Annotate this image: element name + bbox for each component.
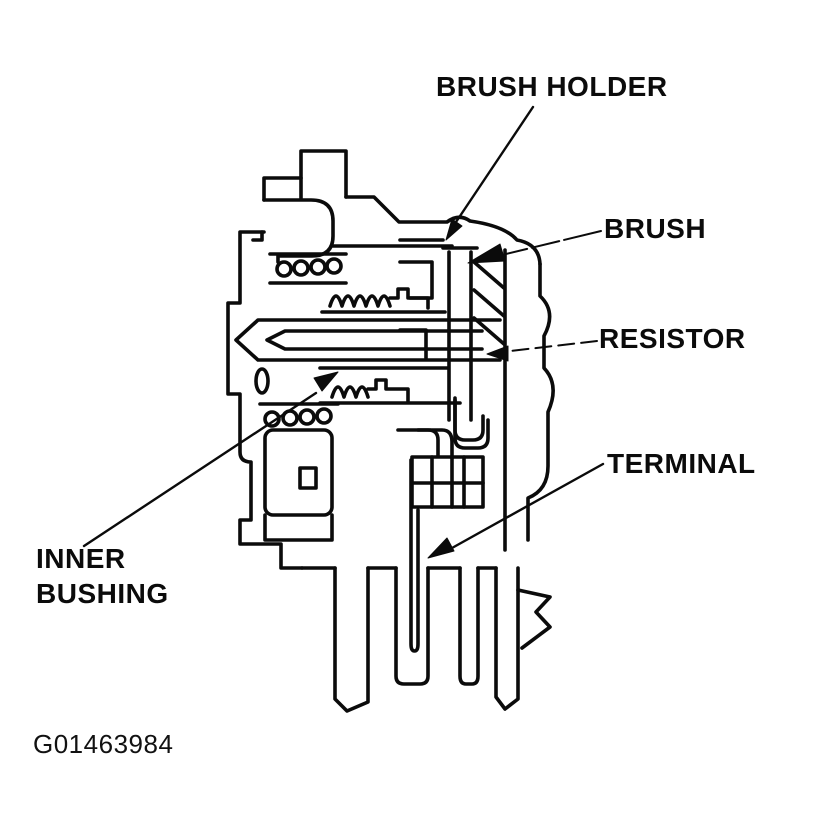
leader-brush-holder bbox=[445, 105, 535, 241]
brush-label: BRUSH bbox=[604, 213, 707, 244]
armature-shaft bbox=[234, 318, 502, 362]
terminal-pin bbox=[409, 458, 420, 653]
inner-bushing-label-line2: BUSHING bbox=[36, 578, 169, 609]
housing-left-profile bbox=[226, 230, 304, 570]
terminal-label: TERMINAL bbox=[607, 448, 756, 479]
resistor-label: RESISTOR bbox=[599, 323, 746, 354]
leader-terminal bbox=[427, 462, 605, 559]
inner-bushing-label: INNER BUSHING bbox=[36, 541, 169, 611]
inner-bushing-block bbox=[263, 428, 334, 542]
lower-spring bbox=[318, 366, 462, 405]
brush-holder-assembly bbox=[398, 246, 555, 552]
leader-resistor bbox=[486, 340, 598, 362]
figure-id-caption: G01463984 bbox=[33, 729, 174, 759]
inner-bushing-label-line1: INNER bbox=[36, 543, 126, 574]
connector-prongs bbox=[300, 566, 552, 713]
brush-holder-label: BRUSH HOLDER bbox=[436, 71, 668, 102]
leader-inner-bushing bbox=[82, 371, 339, 548]
leader-brush bbox=[467, 230, 602, 264]
